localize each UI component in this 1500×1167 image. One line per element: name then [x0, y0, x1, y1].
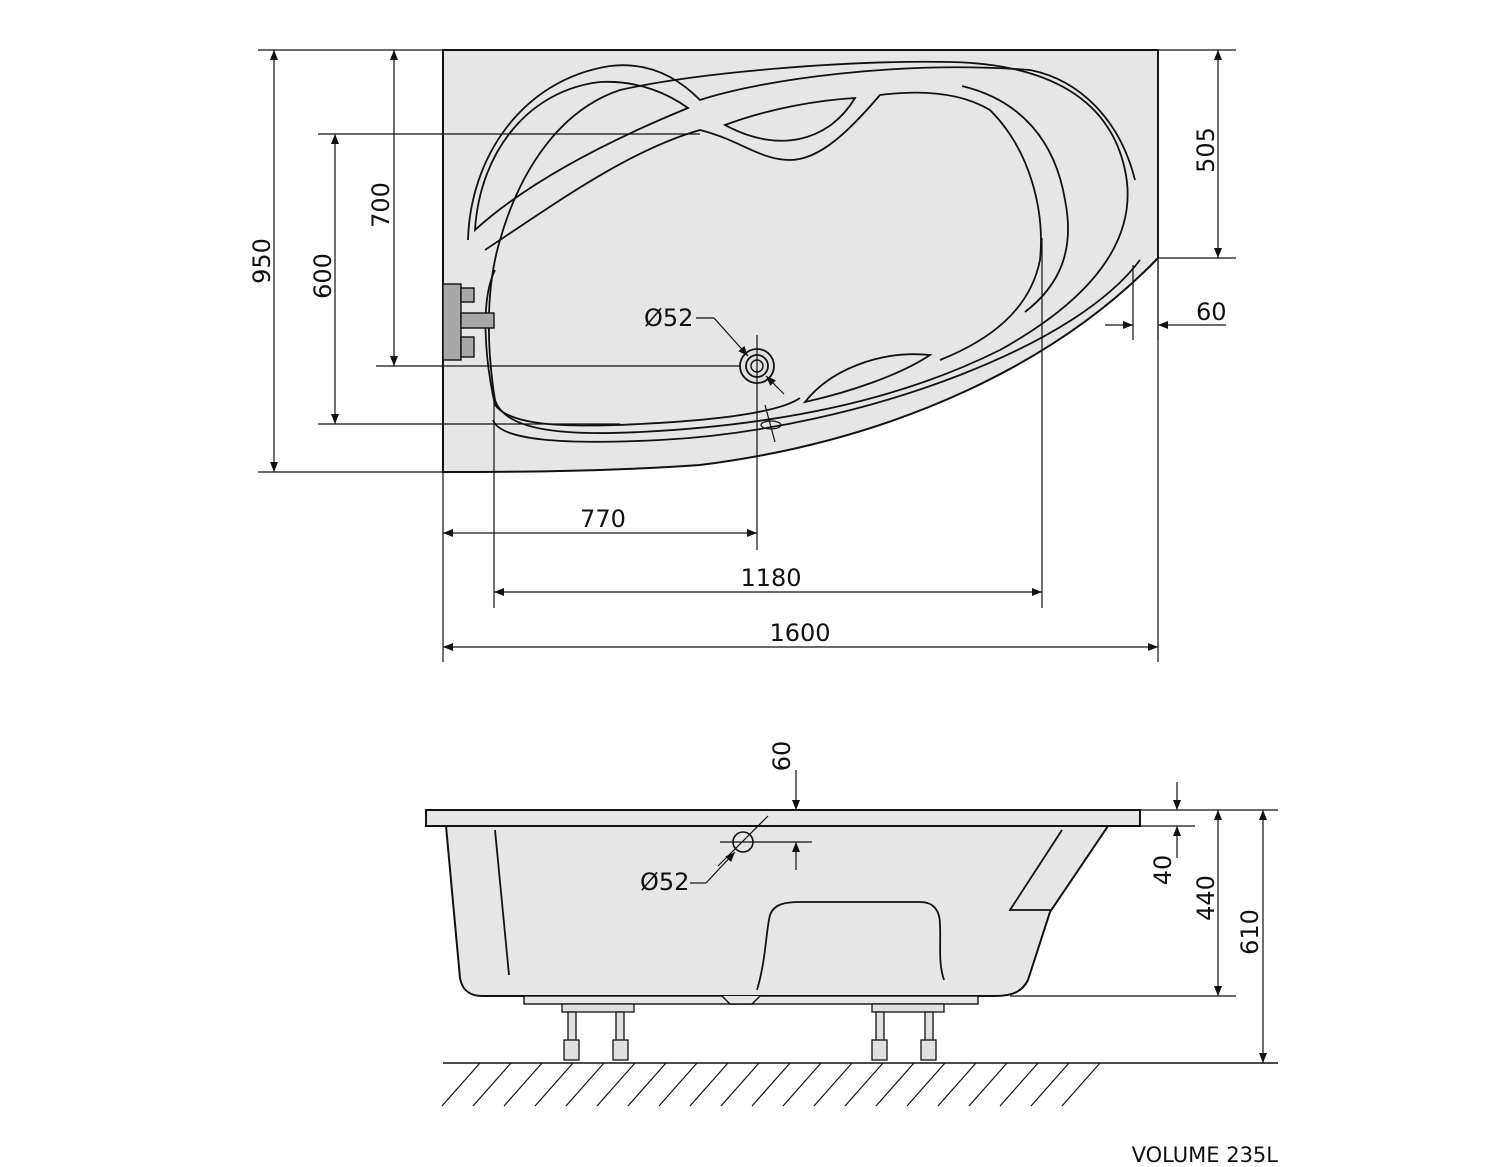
dim-505: 505 [1192, 127, 1220, 173]
hatch-line [937, 1062, 977, 1107]
apron-panel [756, 901, 945, 991]
side-view: Ø52 60 40 440 610 [425, 741, 1278, 1107]
top-view: Ø52 950 600 700 505 60 [248, 49, 1236, 662]
hatch-line [503, 1062, 543, 1107]
dim-610: 610 [1236, 909, 1264, 955]
basin-rim-line [467, 64, 1136, 241]
hatch-line [782, 1062, 822, 1107]
armrest-right [961, 85, 1069, 313]
dim-770: 770 [580, 505, 626, 533]
hatch-line [658, 1062, 698, 1107]
hatch-line [968, 1062, 1008, 1107]
hatch-line [999, 1062, 1039, 1107]
hatch-line [1061, 1062, 1101, 1107]
hatch-line [627, 1062, 667, 1107]
hatch-line [472, 1062, 512, 1107]
dim-60-side: 60 [768, 741, 796, 772]
dim-40: 40 [1149, 855, 1177, 886]
hatch-line [844, 1062, 884, 1107]
contour-lower [492, 259, 1141, 443]
floor-hatch [441, 1062, 1101, 1107]
headrest-left [473, 80, 690, 233]
tub-body-side [444, 825, 1110, 997]
dim-700: 700 [367, 182, 395, 228]
hatch-line [689, 1062, 729, 1107]
contour-upper [484, 91, 1042, 361]
hatch-line [906, 1062, 946, 1107]
tub-outline-top [442, 49, 1159, 474]
legs [561, 1003, 945, 1061]
tub-rim-side [425, 809, 1141, 827]
dim-1600: 1600 [769, 619, 830, 647]
hatch-line [565, 1062, 605, 1107]
dim-600: 600 [309, 253, 337, 299]
drain-diameter-label: Ø52 [644, 304, 693, 332]
hatch-line [720, 1062, 760, 1107]
dim-440: 440 [1192, 875, 1220, 921]
volume-label: VOLUME 235L [1132, 1143, 1279, 1167]
hatch-line [1030, 1062, 1070, 1107]
faucet-icon [442, 283, 495, 361]
hatch-line [751, 1062, 791, 1107]
hatch-line [534, 1062, 574, 1107]
dim-total-width: 950 [248, 238, 276, 284]
headrest-mid [722, 97, 857, 142]
seat-bottom [802, 353, 933, 404]
dim-1180: 1180 [740, 564, 801, 592]
basin-inner-top [487, 60, 1129, 434]
overflow-diameter-label: Ø52 [640, 868, 689, 896]
hatch-line [875, 1062, 915, 1107]
dim-60-corner: 60 [1196, 298, 1227, 326]
hatch-line [596, 1062, 636, 1107]
hatch-line [813, 1062, 853, 1107]
hatch-line [441, 1062, 481, 1107]
